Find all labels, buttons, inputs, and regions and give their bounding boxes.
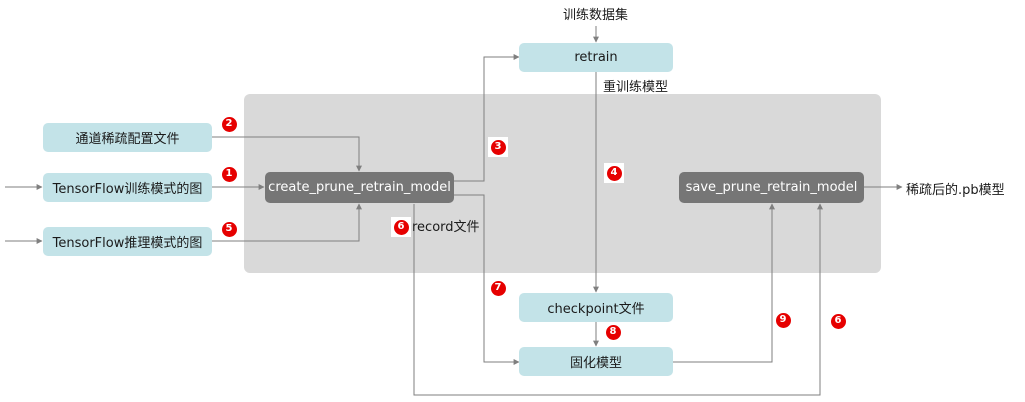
step-7-badge: 7	[488, 278, 508, 298]
step-3-badge: 3	[488, 137, 508, 157]
step-9-badge: 9	[773, 310, 793, 330]
arrow-create-to-retrain	[454, 54, 520, 182]
retrain-node: retrain	[519, 43, 673, 72]
step-number: 1	[221, 166, 237, 182]
frozen-model-node: 固化模型	[519, 347, 673, 376]
arrow-record-to-save	[413, 203, 823, 396]
step-number: 6	[393, 219, 409, 235]
step-number: 5	[221, 221, 237, 237]
step-4-badge: 4	[604, 163, 624, 183]
step-8-badge: 8	[603, 322, 623, 342]
step-2-badge: 2	[219, 114, 239, 134]
retrained-model-label: 重训练模型	[603, 80, 669, 95]
step-number: 8	[605, 324, 621, 340]
step-number: 7	[490, 280, 506, 296]
tf-train-graph-node: TensorFlow训练模式的图	[43, 173, 212, 202]
step-number: 9	[775, 312, 791, 328]
step-1-badge: 1	[219, 164, 239, 184]
step-5-badge: 5	[219, 219, 239, 239]
create-prune-retrain-model-node: create_prune_retrain_model	[265, 172, 454, 203]
arrow-infer-graph-to-create	[212, 203, 362, 242]
step-6-badge-save: 6	[828, 311, 848, 331]
channel-sparse-config-node: 通道稀疏配置文件	[43, 123, 212, 152]
step-number: 4	[606, 165, 622, 181]
sparse-pb-output-label: 稀疏后的.pb模型	[906, 183, 1005, 198]
step-number: 6	[830, 313, 846, 329]
arrow-frozen-to-save	[673, 203, 775, 363]
tf-infer-graph-node: TensorFlow推理模式的图	[43, 227, 212, 256]
arrow-create-to-frozen	[454, 194, 520, 365]
arrow-config-to-create	[212, 136, 362, 172]
save-prune-retrain-model-node: save_prune_retrain_model	[679, 172, 864, 203]
step-6-badge-record: 6	[391, 217, 411, 237]
step-number: 3	[490, 139, 506, 155]
step-number: 2	[221, 116, 237, 132]
record-file-label: record文件	[412, 220, 480, 235]
checkpoint-file-node: checkpoint文件	[519, 293, 673, 322]
dataset-label: 训练数据集	[563, 8, 629, 23]
